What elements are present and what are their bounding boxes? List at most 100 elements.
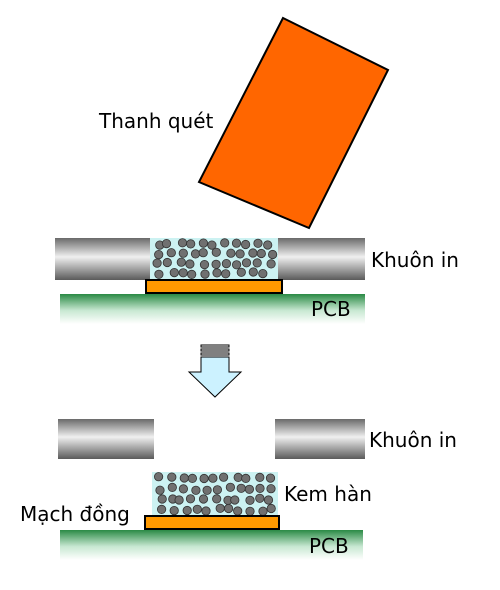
copper-pad-label: Mạch đồng xyxy=(20,502,130,526)
paste-particle xyxy=(202,485,212,495)
paste-particle xyxy=(186,239,196,249)
solder-paste-label: Kem hàn xyxy=(284,482,372,506)
paste-particle xyxy=(266,503,276,514)
paste-particle xyxy=(185,259,195,269)
paste-particle xyxy=(241,473,251,483)
paste-particle xyxy=(265,473,276,483)
paste-particle xyxy=(178,268,188,278)
paste-particle xyxy=(211,259,221,269)
paste-particle xyxy=(248,267,258,277)
paste-particle xyxy=(167,482,177,492)
pcb-board-top xyxy=(60,294,365,324)
stencil-label-top: Khuôn in xyxy=(371,248,459,272)
paste-particle xyxy=(198,494,209,504)
stencil-right-bottom xyxy=(275,419,365,459)
paste-particle xyxy=(263,240,273,250)
paste-particle xyxy=(157,494,167,504)
paste-particle xyxy=(174,495,184,505)
paste-particle xyxy=(191,485,201,495)
paste-particle xyxy=(176,257,186,267)
paste-particles-top xyxy=(152,238,278,279)
paste-particle xyxy=(182,505,192,516)
paste-particle xyxy=(179,473,189,483)
paste-particle xyxy=(233,472,243,482)
paste-particle xyxy=(252,258,262,268)
paste-particle xyxy=(187,473,197,483)
paste-particle xyxy=(178,484,188,494)
paste-particle xyxy=(221,269,231,279)
paste-particle xyxy=(225,482,235,492)
stencil-left-bottom xyxy=(58,419,154,459)
paste-particle xyxy=(157,504,167,514)
paste-particle xyxy=(266,259,276,269)
copper-pad-bottom xyxy=(144,515,280,530)
paste-particle xyxy=(263,495,274,505)
paste-particle xyxy=(154,269,164,279)
paste-particle xyxy=(192,504,202,514)
paste-particle xyxy=(266,484,276,494)
paste-particle xyxy=(166,248,176,258)
paste-particle xyxy=(198,248,208,258)
paste-particle xyxy=(185,494,196,504)
squeegee-blade xyxy=(197,16,390,230)
paste-particle xyxy=(221,258,231,269)
paste-particle xyxy=(241,239,251,250)
paste-particle xyxy=(248,248,258,258)
paste-particle xyxy=(212,485,222,495)
paste-particle xyxy=(255,472,265,482)
paste-particle xyxy=(177,238,188,248)
paste-particle xyxy=(190,249,201,259)
paste-particle xyxy=(235,249,245,259)
paste-particle xyxy=(207,240,217,250)
paste-particle xyxy=(220,238,230,248)
paste-particle xyxy=(255,483,265,493)
paste-particle xyxy=(244,484,254,494)
pcb-label-top: PCB xyxy=(311,297,351,321)
stencil-left-top xyxy=(55,238,150,280)
paste-particle xyxy=(152,258,162,268)
paste-particle xyxy=(212,494,222,504)
paste-particle xyxy=(187,269,197,279)
paste-particle xyxy=(208,473,218,483)
copper-pad-top xyxy=(145,279,283,294)
pcb-label-bottom: PCB xyxy=(309,534,349,558)
paste-particle xyxy=(219,472,229,482)
paste-particle xyxy=(258,506,268,516)
paste-particle xyxy=(199,473,209,484)
paste-particle xyxy=(161,239,172,249)
paste-particle xyxy=(199,259,210,270)
paste-particle xyxy=(231,238,242,248)
paste-particle xyxy=(155,485,165,495)
paste-particle xyxy=(215,503,225,513)
paste-particle xyxy=(230,495,240,505)
paste-particle xyxy=(198,238,208,248)
paste-particle xyxy=(233,506,243,516)
paste-particle xyxy=(212,268,222,278)
squeegee-label: Thanh quét xyxy=(98,109,214,133)
paste-particle xyxy=(201,506,211,516)
stencil-right-top xyxy=(278,238,365,280)
paste-particle xyxy=(258,268,268,279)
paste-particle xyxy=(169,267,179,278)
paste-particle xyxy=(226,248,236,258)
paste-particle xyxy=(178,248,188,258)
paste-particle xyxy=(267,249,278,260)
paste-particle xyxy=(245,506,255,516)
stencil-label-bottom: Khuôn in xyxy=(369,428,457,452)
paste-particle xyxy=(154,472,164,482)
paste-particle xyxy=(232,260,242,270)
paste-particle xyxy=(162,257,172,268)
paste-particle xyxy=(256,248,266,259)
paste-particle xyxy=(224,503,234,514)
pcb-board-bottom xyxy=(60,530,363,560)
paste-particle xyxy=(245,495,255,505)
paste-particle xyxy=(211,247,221,257)
paste-particle xyxy=(255,493,265,503)
paste-particles-bottom xyxy=(154,472,276,516)
paste-particle xyxy=(167,472,177,482)
paste-particle xyxy=(253,238,263,248)
paste-particle xyxy=(169,505,179,516)
down-arrow-icon xyxy=(187,344,243,398)
paste-particle xyxy=(154,250,164,260)
